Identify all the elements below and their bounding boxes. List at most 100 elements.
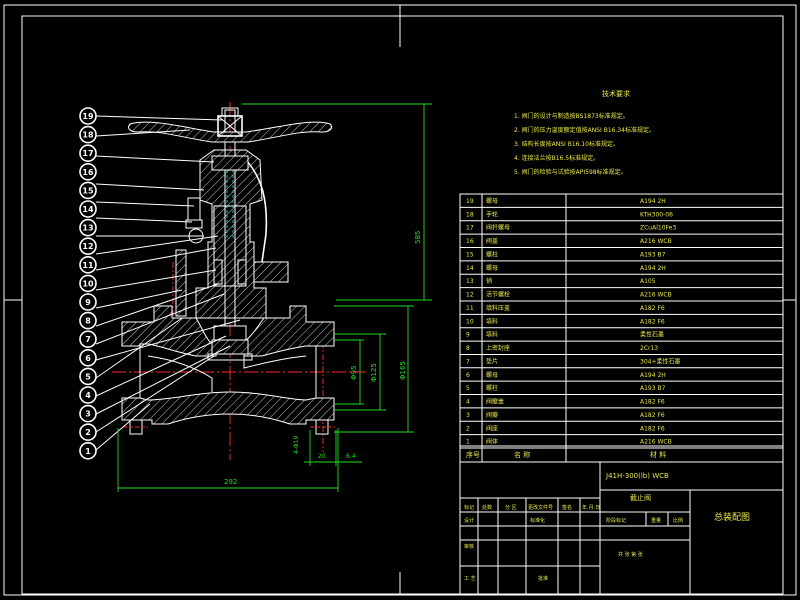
- title-model: J41H-300(lb) WCB: [605, 472, 669, 480]
- part-balloon-2: 2: [79, 423, 97, 442]
- dim-height: 585: [414, 231, 422, 244]
- bom-no: 5: [466, 385, 470, 392]
- bom-material: A216 WCB: [640, 439, 672, 446]
- bom-material: 2Cr13: [640, 345, 658, 352]
- bom-name: 阀座: [486, 424, 498, 432]
- part-balloon-19: 19: [79, 107, 97, 125]
- dim-bolt-holes: 4-Φ19: [293, 435, 300, 454]
- balloon-label: 11: [82, 261, 94, 270]
- dim-d3: Φ165: [399, 361, 407, 380]
- bonnet: [195, 149, 267, 319]
- title-drawing: 总装配图: [714, 511, 750, 523]
- tech-note: 1. 阀门的设计与制造按BS1873标准规定。: [514, 112, 629, 120]
- balloon-label: 13: [82, 224, 93, 233]
- bom-no: 16: [466, 238, 474, 245]
- balloon-label: 12: [82, 242, 93, 251]
- part-balloon-6: 6: [79, 348, 97, 367]
- dim-flange-t: 20: [318, 453, 326, 460]
- part-balloon-5: 5: [79, 367, 97, 386]
- part-balloon-11: 11: [79, 255, 97, 274]
- balloon-label: 8: [85, 317, 91, 326]
- part-balloon-18: 18: [79, 125, 97, 144]
- part-balloon-1: 1: [79, 441, 97, 460]
- bom-no: 12: [466, 292, 474, 299]
- tb-date: 年.月.日: [582, 504, 600, 511]
- bom-no: 6: [466, 372, 470, 379]
- handwheel: [127, 121, 333, 143]
- tb-stage: 阶段标记: [606, 517, 626, 524]
- bom-no: 17: [466, 225, 474, 232]
- balloon-label: 16: [82, 168, 94, 177]
- bom-name: 填料: [486, 331, 498, 339]
- bom-no: 14: [466, 265, 474, 272]
- balloon-label: 10: [82, 279, 94, 288]
- tech-note: 3. 结构长度按ANSI B16.10标准规定。: [514, 140, 619, 148]
- bom-name: 阀盖: [486, 237, 498, 245]
- valve-assembly: [121, 107, 335, 435]
- bonnet-flange-right: [253, 261, 289, 283]
- tb-standard: 标准化: [530, 517, 545, 524]
- balloon-label: 19: [82, 112, 94, 121]
- tb-review: 审核: [464, 543, 474, 550]
- bom-material: KTH300-06: [640, 211, 673, 218]
- bom-header: 序号名 称材 料: [466, 450, 666, 459]
- bom-name: 销: [486, 277, 492, 285]
- dim-rf: 6.4: [346, 453, 356, 460]
- bom-name: 阀瓣: [486, 411, 498, 419]
- balloon-label: 3: [85, 410, 91, 419]
- balloon-label: 2: [85, 428, 91, 437]
- tb-weight: 重量: [651, 517, 661, 524]
- bom-material: A193 B7: [640, 251, 666, 258]
- tech-note: 2. 阀门的压力温度额定值按ANSI B16.34标准规定。: [514, 126, 655, 134]
- bom-material: 柔性石墨: [640, 331, 664, 339]
- tb-count: 处数: [482, 504, 492, 511]
- balloon-label: 1: [85, 447, 91, 456]
- balloon-label: 9: [85, 298, 91, 307]
- bom-no: 11: [466, 305, 474, 312]
- bom-material: ZCuAl10Fe3: [640, 225, 676, 232]
- part-balloon-15: 15: [79, 181, 97, 200]
- tech-title: 技术要求: [602, 89, 630, 98]
- part-balloon-12: 12: [79, 237, 97, 255]
- bom-no: 9: [466, 332, 470, 339]
- bom-no: 15: [466, 251, 474, 258]
- balloon-label: 6: [85, 354, 91, 363]
- bom-header-material: 材 料: [650, 450, 666, 459]
- bom-name: 螺母: [486, 371, 498, 379]
- balloon-label: 15: [82, 186, 94, 195]
- part-balloon-16: 16: [79, 163, 97, 181]
- bom-material: A182 F6: [640, 412, 665, 419]
- bom-no: 7: [466, 358, 470, 365]
- technical-requirements: 技术要求 1. 阀门的设计与制造按BS1873标准规定。 2. 阀门的压力温度额定…: [514, 89, 655, 176]
- bom-no: 10: [466, 318, 474, 325]
- balloon-label: 17: [82, 149, 93, 158]
- tb-process: 工 艺: [464, 576, 476, 582]
- dim-d2: Φ125: [370, 363, 378, 382]
- dimensions: 585 292 Φ95 Φ125 Φ165 20 6.4 4-Φ19: [117, 103, 432, 492]
- tb-change: 更改文件号: [528, 504, 553, 511]
- bom-material: 304+柔性石墨: [640, 357, 680, 365]
- bom-material: A182 F6: [640, 399, 665, 406]
- bom-row: 9 填料 柔性石墨: [466, 331, 664, 339]
- tb-zone: 分 区: [505, 504, 517, 511]
- bom-material: A216 WCB: [640, 238, 672, 245]
- bom-name: 手轮: [486, 210, 498, 218]
- balloon-label: 14: [82, 205, 94, 214]
- tb-sheets: 共 张 第 张: [618, 551, 643, 558]
- tb-mark: 标记: [464, 504, 474, 511]
- bom-no: 13: [466, 278, 474, 285]
- leader-lines: [95, 115, 241, 451]
